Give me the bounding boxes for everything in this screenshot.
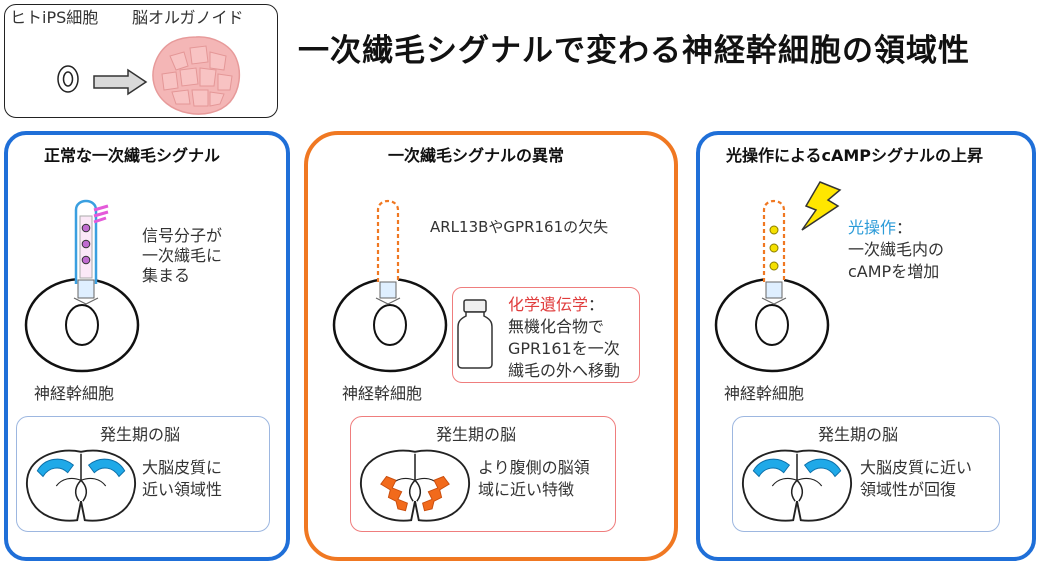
- panel-abnormal-brain-line-2: 域に近い特徴: [478, 480, 575, 499]
- cilium-camp-icon: [761, 199, 787, 305]
- cilium-defective-icon: [375, 199, 401, 305]
- panel-optogenetics-brain-line-1: 大脳皮質に近い: [860, 458, 973, 477]
- panel-abnormal-brain-line-1: より腹側の脳領: [478, 458, 590, 477]
- panel-abnormal-heading: 一次繊毛シグナルの異常: [388, 146, 565, 165]
- chemogenetics-line-1: 無機化合物で: [508, 317, 605, 336]
- optogenetics-line-2: cAMPを増加: [848, 262, 940, 281]
- panel-abnormal-brain-title: 発生期の脳: [436, 425, 517, 444]
- intro-label-ips: ヒトiPS細胞: [10, 8, 99, 27]
- optogenetics-title-line: 光操作：: [848, 218, 912, 238]
- chemogenetics-title: 化学遺伝学: [508, 295, 589, 314]
- chemogenetics-title-line: 化学遺伝学：: [508, 295, 604, 315]
- organoid-icon: [152, 36, 241, 115]
- lightning-icon: [801, 181, 842, 231]
- brain-cortex-icon: [24, 446, 138, 526]
- panel-normal-note-line-2: 一次繊毛に: [142, 246, 223, 265]
- optogenetics-line-1: 一次繊毛内の: [848, 240, 945, 259]
- brain-ventral-icon: [358, 446, 472, 526]
- panel-optogenetics-brain-line-2: 領域性が回復: [860, 480, 957, 499]
- panel-optogenetics-heading: 光操作によるcAMPシグナルの上昇: [726, 146, 984, 165]
- panel-abnormal-cell-label: 神経幹細胞: [342, 384, 423, 403]
- optogenetics-title: 光操作: [848, 218, 897, 237]
- neural-stem-cell-icon: [24, 277, 140, 373]
- panel-normal-brain-line-1: 大脳皮質に: [142, 458, 223, 477]
- panel-normal: [4, 131, 290, 561]
- panel-optogenetics-cell-label: 神経幹細胞: [724, 384, 805, 403]
- chemogenetics-box: [452, 287, 640, 383]
- panel-optogenetics: [696, 131, 1036, 561]
- panel-abnormal-note: ARL13BやGPR161の欠失: [430, 218, 609, 236]
- panel-normal-brain-title: 発生期の脳: [100, 425, 181, 444]
- cilium-icon: [73, 199, 109, 305]
- panel-normal-cell-label: 神経幹細胞: [34, 384, 115, 403]
- panel-normal-note-line-1: 信号分子が: [142, 226, 223, 245]
- intro-label-organoid: 脳オルガノイド: [132, 8, 244, 27]
- panel-optogenetics-brain-box: [732, 416, 1000, 532]
- chemical-bottle-icon: [457, 299, 493, 369]
- panel-normal-heading: 正常な一次繊毛シグナル: [44, 146, 221, 165]
- ips-cell-icon: [57, 65, 79, 93]
- chemogenetics-line-2: GPR161を一次: [508, 339, 620, 358]
- panel-abnormal: [304, 131, 678, 561]
- chemogenetics-colon: ：: [588, 295, 605, 314]
- page-title: 一次繊毛シグナルで変わる神経幹細胞の領域性: [298, 33, 970, 69]
- panel-normal-brain-line-2: 近い領域性: [142, 480, 223, 499]
- panel-optogenetics-brain-title: 発生期の脳: [818, 425, 899, 444]
- neural-stem-cell-icon: [714, 277, 830, 373]
- panel-normal-brain-box: [16, 416, 270, 532]
- intro-arrow-icon: [93, 68, 148, 96]
- chemogenetics-line-3: 繊毛の外へ移動: [508, 361, 621, 380]
- optogenetics-colon: ：: [896, 218, 913, 237]
- panel-abnormal-brain-box: [350, 416, 616, 532]
- intro-box: [4, 4, 278, 118]
- panel-normal-note-line-3: 集まる: [142, 266, 191, 285]
- neural-stem-cell-icon: [332, 277, 448, 373]
- brain-cortex-restored-icon: [740, 446, 854, 526]
